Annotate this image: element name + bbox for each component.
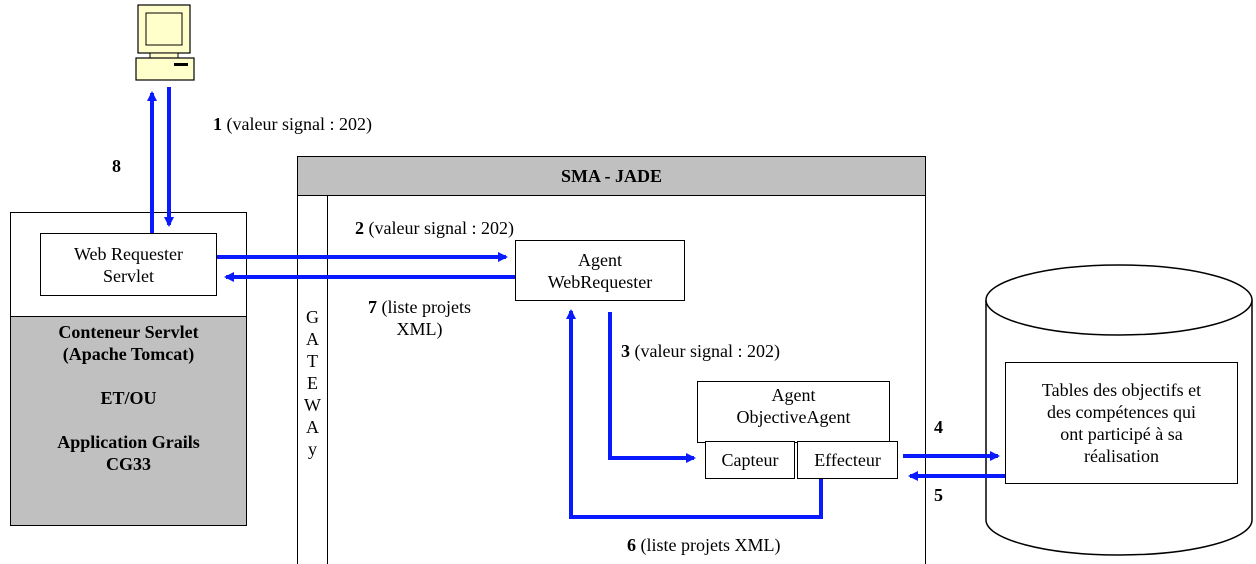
gateway-letter: T (307, 351, 318, 371)
database-line: ont participé à sa (1060, 424, 1183, 444)
step-4-number: 4 (934, 417, 943, 437)
conteneur-servlet-panel: Conteneur Servlet (Apache Tomcat) ET/OU … (10, 316, 247, 526)
agent-webrequester-box: Agent WebRequester (515, 240, 685, 301)
step-8-number: 8 (112, 156, 121, 176)
sma-jade-header: SMA - JADE (297, 156, 926, 196)
etou-label: ET/OU (100, 388, 157, 408)
agent-objective-box: Agent ObjectiveAgent (697, 381, 890, 443)
database-line: réalisation (1084, 446, 1159, 466)
step-1-label: 1 (valeur signal : 202) (213, 113, 372, 135)
agent-webrequester-line: WebRequester (547, 271, 653, 292)
sma-jade-title: SMA - JADE (560, 166, 662, 186)
gateway-letter: W (304, 395, 321, 415)
step-1-text: (valeur signal : 202) (222, 114, 372, 134)
step-2-text: (valeur signal : 202) (364, 218, 514, 238)
step-7-text: (liste projets (377, 297, 471, 317)
step-7-label: 7 (liste projets XML) (368, 296, 471, 340)
gateway-bar: G A T E W A y (297, 195, 328, 564)
step-7-text-line2: XML) (396, 319, 443, 339)
computer-icon-monitor (137, 4, 191, 59)
gateway-letters: G A T E W A y (298, 306, 327, 460)
database-line: Tables des objectifs et (1041, 380, 1202, 400)
step-3-text: (valeur signal : 202) (630, 341, 780, 361)
database-table-box: Tables des objectifs et des compétences … (1005, 362, 1238, 484)
web-requester-line: Web Requester (73, 243, 183, 264)
step-6-label: 6 (liste projets XML) (627, 534, 780, 556)
conteneur-line: (Apache Tomcat) (62, 344, 195, 364)
agent-objective-line: Agent (771, 385, 816, 405)
effecteur-label: Effecteur (814, 450, 881, 470)
application-line: Application Grails (57, 432, 200, 452)
step-1-number: 1 (213, 114, 222, 134)
conteneur-line: Conteneur Servlet (58, 322, 199, 342)
web-requester-line: Servlet (103, 265, 154, 286)
web-requester-servlet-box: Web Requester Servlet (40, 233, 217, 296)
effecteur-box: Effecteur (797, 441, 898, 479)
database-top (985, 264, 1253, 336)
step-3-number: 3 (621, 341, 630, 361)
step-3-label: 3 (valeur signal : 202) (621, 340, 780, 362)
application-line: CG33 (106, 454, 151, 474)
step-8-label: 8 (112, 155, 121, 177)
step-4-label: 4 (934, 416, 943, 438)
capteur-label: Capteur (721, 450, 779, 470)
computer-icon-base (135, 57, 195, 81)
agent-webrequester-line: Agent (578, 249, 622, 270)
gateway-letter: A (306, 329, 319, 349)
step-2-label: 2 (valeur signal : 202) (355, 217, 514, 239)
database-line: des compétences qui (1047, 402, 1196, 422)
step-7-number: 7 (368, 297, 377, 317)
step-5-label: 5 (934, 484, 943, 506)
step-5-number: 5 (934, 485, 943, 505)
gateway-letter: G (306, 307, 319, 327)
step-2-number: 2 (355, 218, 364, 238)
gateway-letter: y (308, 439, 317, 459)
capteur-box: Capteur (705, 441, 795, 479)
step-6-number: 6 (627, 535, 636, 555)
agent-objective-line: ObjectiveAgent (736, 407, 851, 427)
gateway-letter: E (307, 373, 318, 393)
step-6-text: (liste projets XML) (636, 535, 781, 555)
gateway-letter: A (306, 417, 319, 437)
